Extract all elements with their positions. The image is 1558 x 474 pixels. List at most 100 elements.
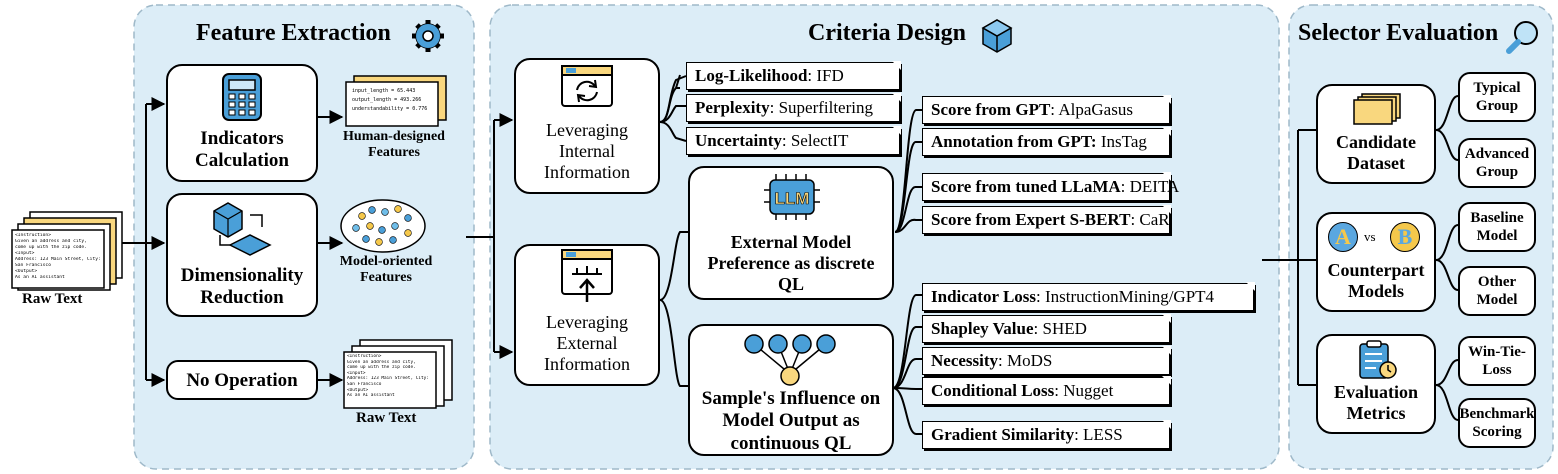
raw-text-document-stack-icon bbox=[11, 211, 123, 291]
leaf-value: : InstructionMining/GPT4 bbox=[1036, 287, 1215, 306]
evaluation-metrics-box: Evaluation Metrics bbox=[1316, 334, 1436, 434]
leaf-value: : CaR bbox=[1130, 210, 1170, 229]
doc-line: <Output> bbox=[15, 269, 38, 274]
discrete-ql-label: External Model Preference as discrete QL bbox=[707, 232, 875, 295]
doc-line: come up with the zip code. bbox=[15, 245, 87, 250]
doc-line: Address: 123 Main Street, City: bbox=[347, 376, 429, 382]
criteria-leaf: Conditional Loss: Nugget bbox=[922, 376, 1171, 405]
leaf-value: : AlpaGasus bbox=[1050, 100, 1133, 119]
leaf-value: : IFD bbox=[807, 66, 844, 85]
leaf-value: : DEITA bbox=[1120, 177, 1180, 196]
model-features-label: Model-oriented Features bbox=[339, 254, 433, 286]
badge-b: B bbox=[1390, 222, 1420, 252]
counterpart-models-label: Counterpart Models bbox=[1327, 260, 1425, 302]
criteria-leaf: Shapley Value: SHED bbox=[922, 314, 1171, 343]
advanced-group-box: Advanced Group bbox=[1458, 138, 1536, 188]
refresh-window-icon bbox=[561, 65, 613, 107]
criteria-leaf: Annotation from GPT: InsTag bbox=[922, 127, 1171, 156]
benchmark-scoring-box: Benchmark Scoring bbox=[1458, 398, 1536, 448]
doc-line: As an AI assistant bbox=[347, 393, 395, 399]
leaf-value: : Nugget bbox=[1054, 381, 1114, 400]
leaf-key: Conditional Loss bbox=[931, 381, 1055, 400]
indicator-doc: input_length = 65.443 output_length = 493… bbox=[352, 87, 436, 114]
doc-line: Given an address and city, bbox=[347, 359, 416, 365]
feature-extraction-title: Feature Extraction bbox=[196, 20, 391, 46]
criteria-leaf: Necessity: MoDS bbox=[922, 346, 1171, 375]
leaf-key: Gradient Similarity bbox=[931, 425, 1075, 444]
raw-text-input-doc: <Instruction>Given an address and city,c… bbox=[15, 233, 103, 281]
criteria-leaf: Score from GPT: AlpaGasus bbox=[922, 95, 1171, 124]
indicators-calculation-label: Indicators Calculation bbox=[195, 128, 289, 172]
leaf-value: : Superfiltering bbox=[769, 98, 873, 117]
gear-icon bbox=[412, 20, 444, 52]
win-tie-loss-box: Win-Tie-Loss bbox=[1458, 336, 1536, 386]
other-model-box: Other Model bbox=[1458, 266, 1536, 316]
leaf-key: Score from tuned LLaMA bbox=[931, 177, 1121, 196]
baseline-model-box: Baseline Model bbox=[1458, 202, 1536, 252]
doc-line: As an AI assistant bbox=[15, 275, 65, 280]
doc-line: <Input> bbox=[347, 370, 366, 376]
leaf-value: InsTag bbox=[1096, 132, 1147, 151]
leaf-key: Necessity bbox=[931, 351, 999, 370]
calculator-icon bbox=[222, 73, 262, 121]
leaf-key: Score from GPT bbox=[931, 100, 1051, 119]
internal-information-box: Leveraging Internal Information bbox=[514, 58, 660, 194]
model-feature-cluster-icon bbox=[340, 199, 426, 253]
counterpart-models-box: A vs B Counterpart Models bbox=[1316, 212, 1436, 312]
magnifier-icon bbox=[1506, 21, 1538, 54]
criteria-design-title: Criteria Design bbox=[808, 20, 966, 46]
doc-line: <Input> bbox=[15, 251, 35, 256]
leaf-key: Indicator Loss bbox=[931, 287, 1037, 306]
criteria-leaf: Perplexity: Superfiltering bbox=[686, 93, 901, 122]
external-information-label: Leveraging External Information bbox=[544, 312, 630, 375]
continuous-ql-label: Sample's Influence on Model Output as co… bbox=[701, 388, 881, 454]
leaf-key: Score from Expert S-BERT bbox=[931, 210, 1131, 229]
doc-line: San Francisco bbox=[15, 263, 51, 268]
leaf-value: : SelectIT bbox=[781, 131, 849, 150]
indicators-calculation-box: Indicators Calculation bbox=[166, 64, 318, 182]
criteria-leaf: Indicator Loss: InstructionMining/GPT4 bbox=[922, 282, 1255, 311]
evaluation-metrics-label: Evaluation Metrics bbox=[1333, 382, 1419, 424]
leaf-key: Perplexity bbox=[695, 98, 770, 117]
leaf-value: : LESS bbox=[1074, 425, 1123, 444]
internal-information-label: Leveraging Internal Information bbox=[544, 120, 630, 183]
upload-window-icon bbox=[561, 249, 613, 302]
doc-line: <Instruction> bbox=[15, 233, 51, 238]
leaf-key: Shapley Value bbox=[931, 319, 1034, 338]
human-features-label: Human-designed Features bbox=[343, 129, 445, 161]
document-stack-icon bbox=[1353, 93, 1401, 125]
raw-text-output-doc: <Instruction>Given an address and city,c… bbox=[347, 354, 433, 399]
doc-line: Address: 123 Main Street, City: bbox=[15, 257, 101, 262]
rubik-cube-icon bbox=[213, 202, 272, 256]
leaf-value: : MoDS bbox=[998, 351, 1053, 370]
criteria-leaf: Log-Likelihood: IFD bbox=[686, 61, 901, 90]
criteria-leaf: Gradient Similarity: LESS bbox=[922, 420, 1171, 449]
indicator-line: input_length = 65.443 bbox=[352, 88, 416, 94]
llm-chip-icon: LLM bbox=[764, 174, 820, 220]
doc-line: come up with the zip code. bbox=[347, 365, 416, 371]
no-operation-box: No Operation bbox=[166, 360, 318, 400]
indicator-line: understandability = 0.776 bbox=[352, 106, 428, 112]
raw-text-output-label: Raw Text bbox=[356, 410, 417, 426]
leaf-key: Log-Likelihood bbox=[695, 66, 808, 85]
leaf-key: Annotation from GPT: bbox=[931, 132, 1097, 151]
criteria-leaf: Score from Expert S-BERT: CaR bbox=[922, 205, 1171, 234]
indicator-line: output_length = 493.266 bbox=[352, 97, 422, 103]
dimensionality-reduction-box: Dimensionality Reduction bbox=[166, 193, 318, 317]
selector-evaluation-title: Selector Evaluation bbox=[1298, 20, 1499, 46]
dimensionality-reduction-label: Dimensionality Reduction bbox=[180, 265, 304, 309]
doc-line: Given an address and city, bbox=[15, 239, 87, 244]
discrete-ql-box: LLM External Model Preference as discret… bbox=[688, 166, 894, 300]
doc-line: San Francisco bbox=[347, 381, 382, 387]
leaf-value: : SHED bbox=[1033, 319, 1087, 338]
cube-icon bbox=[981, 19, 1013, 53]
external-information-box: Leveraging External Information bbox=[514, 244, 660, 386]
no-operation-label: No Operation bbox=[186, 370, 298, 391]
llm-chip-text: LLM bbox=[775, 189, 810, 208]
graph-nodes-icon bbox=[744, 334, 836, 386]
raw-text-input-label: Raw Text bbox=[22, 291, 83, 307]
leaf-key: Uncertainty bbox=[695, 131, 782, 150]
badge-a: A bbox=[1328, 222, 1358, 252]
criteria-leaf: Score from tuned LLaMA: DEITA bbox=[922, 172, 1179, 201]
